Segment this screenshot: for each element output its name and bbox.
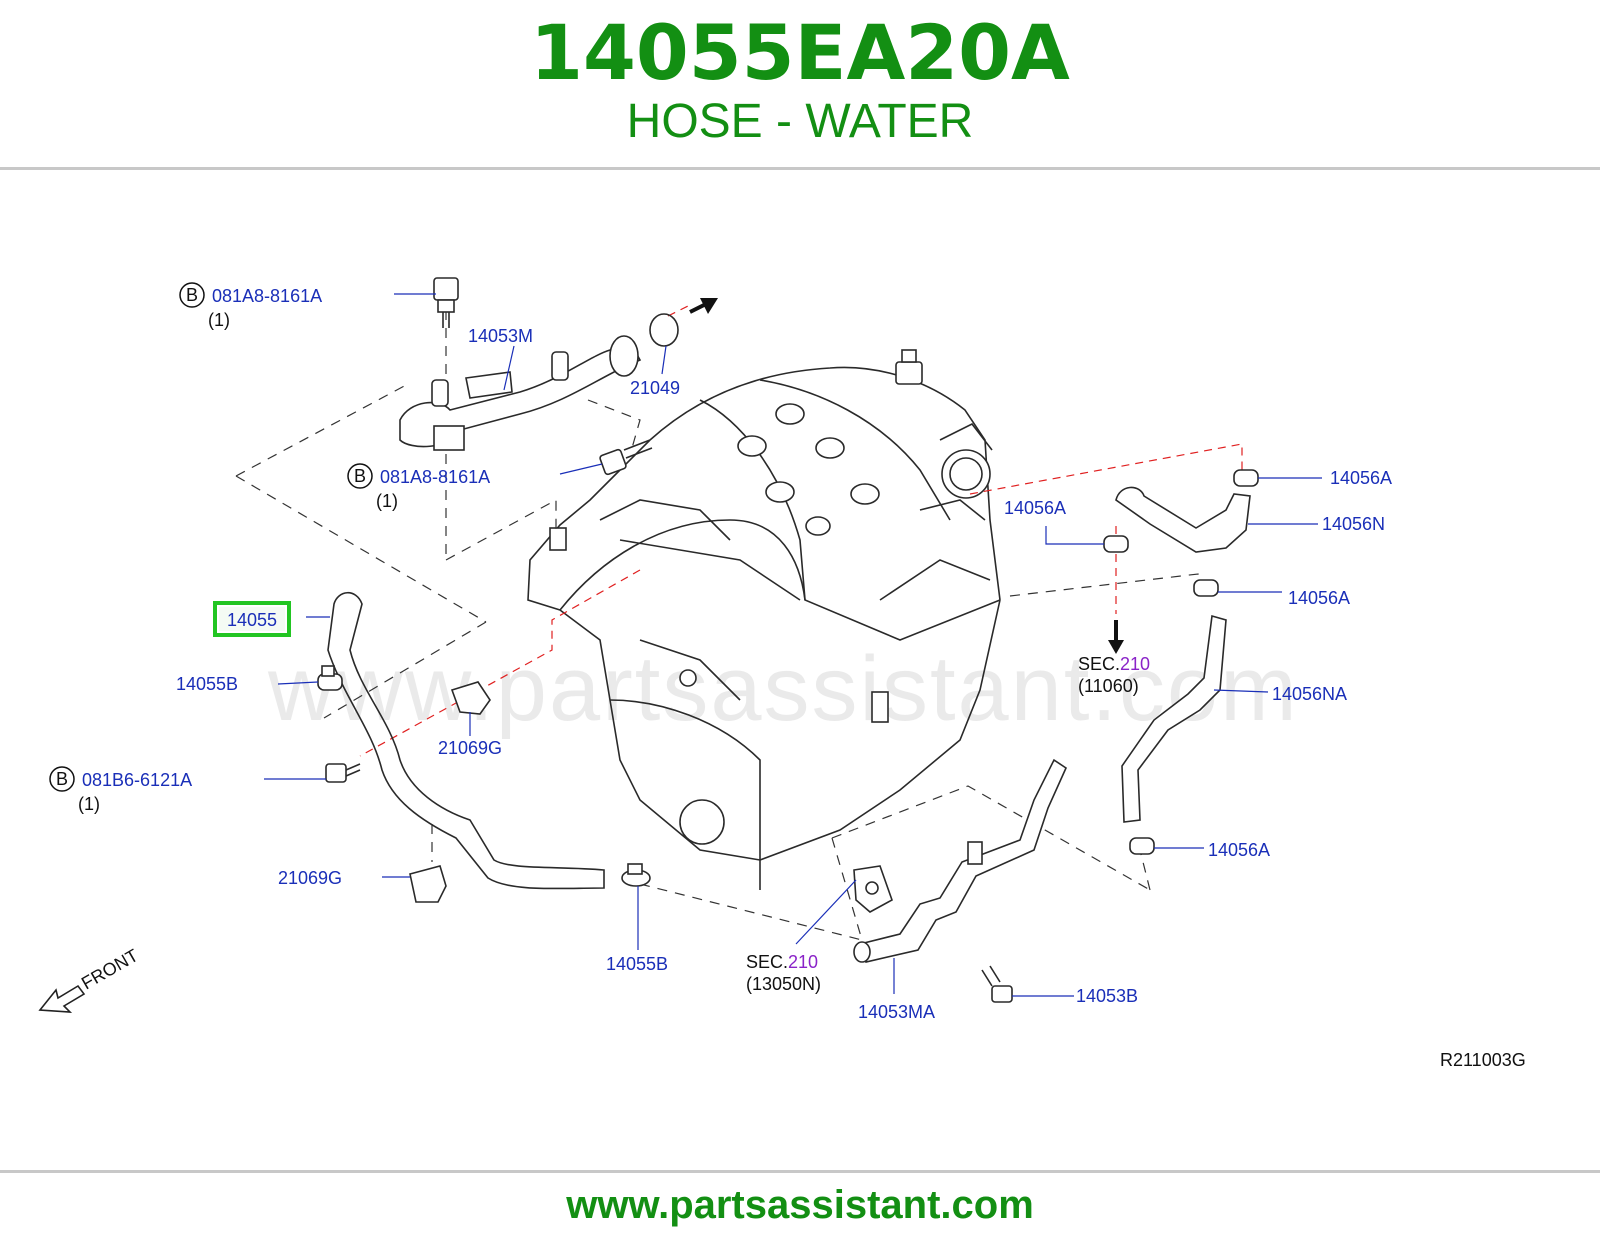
label-081B6: 081B6-6121A <box>82 770 192 790</box>
label-21049[interactable]: 21049 <box>630 378 680 398</box>
sec210-right-prefix: SEC. <box>1078 654 1120 674</box>
label-14056NA[interactable]: 14056NA <box>1272 684 1347 704</box>
bolt-081A8-mid-drawing <box>599 439 653 476</box>
clamp-14056A-top-left-drawing <box>1103 535 1129 553</box>
b-badge-letter: B <box>186 285 198 305</box>
sec210-bottom-line: SEC.210 <box>746 952 818 972</box>
label-14056N[interactable]: 14056N <box>1322 514 1385 534</box>
hose-14055-drawing <box>327 591 605 890</box>
label-14056A-top-left[interactable]: 14056A <box>1004 498 1066 518</box>
qty-081A8-mid: (1) <box>376 491 398 511</box>
label-081A8-top: 081A8-8161A <box>212 286 322 306</box>
assembly-guide-lines <box>235 305 1243 941</box>
qty-081B6: (1) <box>78 794 100 814</box>
label-14053M[interactable]: 14053M <box>468 326 533 346</box>
clamp-14055B-bottom-drawing <box>621 863 651 887</box>
front-direction-arrow <box>38 984 86 1013</box>
bolt-081B6-drawing <box>325 763 361 783</box>
page-header: 14055EA20A HOSE - WATER <box>0 0 1600 168</box>
sec210-right-line: SEC.210 <box>1078 654 1150 674</box>
leader-lines <box>264 293 1322 997</box>
watermark-text: www.partsassistant.com <box>267 638 1299 740</box>
sec210-bottom-prefix: SEC. <box>746 952 788 972</box>
o-ring-21049-drawing <box>649 313 679 347</box>
part-number-title: 14055EA20A <box>530 8 1070 97</box>
engine-block-drawing <box>527 349 1001 890</box>
label-14055B-left[interactable]: 14055B <box>176 674 238 694</box>
pipe-14053M-drawing <box>399 335 642 451</box>
callout-081A8-top[interactable]: B 081A8-8161A (1) <box>179 282 322 330</box>
clamp-14056A-mid-drawing <box>1193 579 1219 597</box>
callout-sec210-bottom[interactable]: SEC.210 (13050N) <box>746 952 821 994</box>
b-badge-icon <box>347 463 373 489</box>
clip-21069G-lower-drawing <box>409 865 447 903</box>
b-badge-icon <box>179 282 205 308</box>
sec210-right-num: 210 <box>1120 654 1150 674</box>
sec210-bottom-sub: (13050N) <box>746 974 821 994</box>
label-14056A-top-right[interactable]: 14056A <box>1330 468 1392 488</box>
sec210-right-sub: (11060) <box>1078 676 1139 696</box>
gasket-sec210-drawing <box>853 865 893 913</box>
front-label: FRONT <box>78 945 142 993</box>
qty-081A8-top: (1) <box>208 310 230 330</box>
label-14055: 14055 <box>227 610 277 630</box>
label-21069G-lower[interactable]: 21069G <box>278 868 342 888</box>
callout-081A8-mid[interactable]: B 081A8-8161A (1) <box>347 463 490 511</box>
label-14055B-bottom[interactable]: 14055B <box>606 954 668 974</box>
label-14056A-bottom[interactable]: 14056A <box>1208 840 1270 860</box>
b-badge-letter: B <box>354 466 366 486</box>
label-14053B[interactable]: 14053B <box>1076 986 1138 1006</box>
label-21069G-upper[interactable]: 21069G <box>438 738 502 758</box>
label-14053MA[interactable]: 14053MA <box>858 1002 935 1022</box>
bolt-081A8-top-drawing <box>433 277 459 328</box>
sec210-bottom-num: 210 <box>788 952 818 972</box>
header-divider <box>0 167 1600 170</box>
highlight-fill <box>219 607 285 631</box>
direction-arrow-sec210 <box>1108 620 1124 654</box>
clamp-14056A-bottom-drawing <box>1129 837 1155 855</box>
direction-arrow-top <box>689 298 718 314</box>
callout-14055-highlighted[interactable]: 14055 <box>213 601 291 637</box>
callout-sec210-right[interactable]: SEC.210 (11060) <box>1078 654 1150 696</box>
part-name-subtitle: HOSE - WATER <box>626 95 974 148</box>
clamp-14056A-top-right-drawing <box>1233 469 1259 487</box>
label-14056A-mid[interactable]: 14056A <box>1288 588 1350 608</box>
b-badge-icon <box>49 766 75 792</box>
diagram-ref-code: R211003G <box>1440 1050 1526 1070</box>
bolt-14053B-drawing <box>981 965 1013 1003</box>
hose-14056N-drawing <box>1115 486 1251 553</box>
b-badge-letter: B <box>56 769 68 789</box>
footer-divider <box>0 1170 1600 1173</box>
pipe-14053MA-drawing <box>853 758 1068 963</box>
label-081A8-mid: 081A8-8161A <box>380 467 490 487</box>
highlight-box <box>213 601 291 637</box>
clip-21069G-upper-drawing <box>450 681 491 715</box>
footer-site-url[interactable]: www.partsassistant.com <box>566 1183 1034 1227</box>
callout-081B6[interactable]: B 081B6-6121A (1) <box>49 766 192 814</box>
